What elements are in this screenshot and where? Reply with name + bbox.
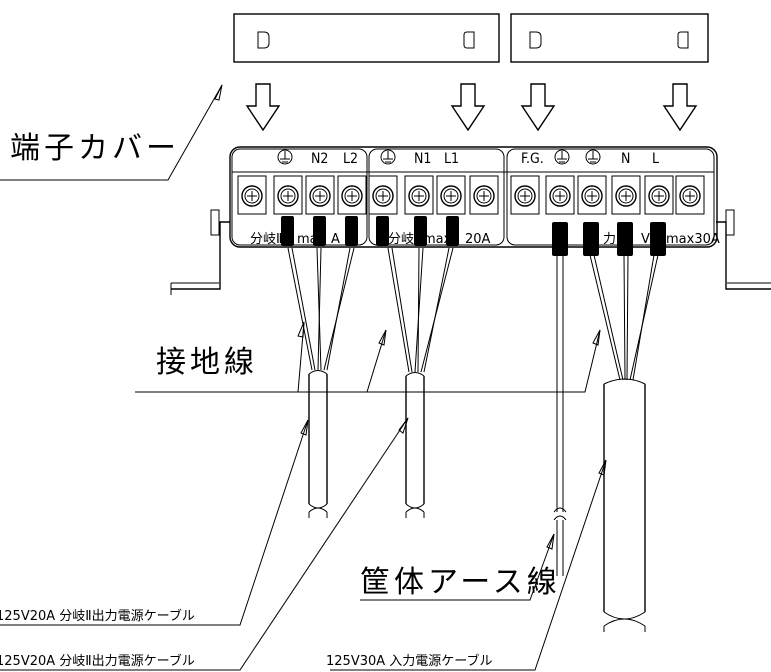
terminal-screw-housing (545, 175, 575, 215)
arrows-down (245, 83, 698, 132)
screw-icon (341, 185, 363, 207)
terminal-screw-housing (436, 175, 466, 215)
terminal-label-l1: L1 (444, 151, 459, 167)
screw-icon (473, 185, 495, 207)
ground-wire-callout: 接地線 (135, 321, 601, 393)
terminal-label-fg: F.G. (521, 151, 544, 167)
terminal-screw-housing (237, 175, 267, 215)
ground-symbol-icon (554, 149, 570, 165)
terminal-label-n: N (621, 151, 630, 167)
terminal-screw-housing (611, 175, 641, 215)
ground-symbol-icon (585, 149, 601, 165)
chassis-earth-callout: 筐体アース線 (360, 533, 561, 601)
terminal-screw-housing (337, 175, 367, 215)
rating-fragment: V (641, 232, 650, 247)
cable-callouts: 125V20A 分岐Ⅱ出力電源ケーブル 125V20A 分岐Ⅱ出力電源ケーブル … (0, 417, 607, 671)
screw-icon (648, 185, 670, 207)
rating-fragment: A (331, 232, 340, 247)
cable-jackets (308, 370, 646, 632)
cable-label-input: 125V30A 入力電源ケーブル (326, 653, 493, 669)
arrow-down-icon (450, 83, 486, 132)
terminal-label-n2: N2 (311, 151, 328, 167)
screw-icon (549, 185, 571, 207)
screw-icon (277, 185, 299, 207)
rating-fragment: max (423, 232, 452, 247)
terminal-cover-left (233, 13, 500, 63)
terminal-label-l2: L2 (343, 151, 358, 167)
ground-symbol-icon (380, 149, 396, 165)
terminal-screw-housing (675, 175, 705, 215)
screw-icon (581, 185, 603, 207)
ground-symbol-icon (277, 149, 293, 165)
terminal-screw-housing (577, 175, 607, 215)
cable-label-branch2-b: 125V20A 分岐Ⅱ出力電源ケーブル (0, 653, 195, 669)
terminal-screw-housing (644, 175, 674, 215)
terminal-cover-label: 端子カバー (10, 131, 180, 166)
screw-icon (514, 185, 536, 207)
cable-label-branch2-a: 125V20A 分岐Ⅱ出力電源ケーブル (0, 608, 195, 624)
screw-icon (615, 185, 637, 207)
screw-icon (309, 185, 331, 207)
terminal-screw-housing (305, 175, 335, 215)
terminal-screw-housing (510, 175, 540, 215)
leader-terminal-cover (0, 84, 223, 181)
terminal-labels: N2 L2 N1 L1 F.G. N L (277, 149, 659, 167)
ground-wire-label: 接地線 (156, 345, 258, 380)
rating-fragment: 分岐 (388, 232, 414, 247)
rating-fragment: 力 (603, 232, 616, 247)
terminal-cover-right (510, 13, 709, 63)
terminal-screw-housing (469, 175, 499, 215)
screw-icon (241, 185, 263, 207)
rating-fragment: 20A (465, 232, 491, 247)
terminal-screw-housing (404, 175, 434, 215)
terminal-block (170, 146, 771, 295)
wires (287, 247, 659, 512)
arrow-down-icon (662, 83, 698, 132)
screw-icon (679, 185, 701, 207)
chassis-earth-label: 筐体アース線 (360, 565, 561, 600)
terminal-screw-housing (368, 175, 398, 215)
terminal-label-n1: N1 (414, 151, 431, 167)
screw-icon (408, 185, 430, 207)
arrow-down-icon (245, 83, 281, 132)
wire-lugs (281, 216, 666, 256)
screw-icon (440, 185, 462, 207)
rating-fragment: max30A (666, 232, 720, 247)
arrow-down-icon (520, 83, 556, 132)
terminal-label-l: L (652, 151, 659, 167)
screw-icon (372, 185, 394, 207)
terminal-screw-housing (273, 175, 303, 215)
rating-fragment: 分岐Ⅱ (250, 232, 282, 247)
